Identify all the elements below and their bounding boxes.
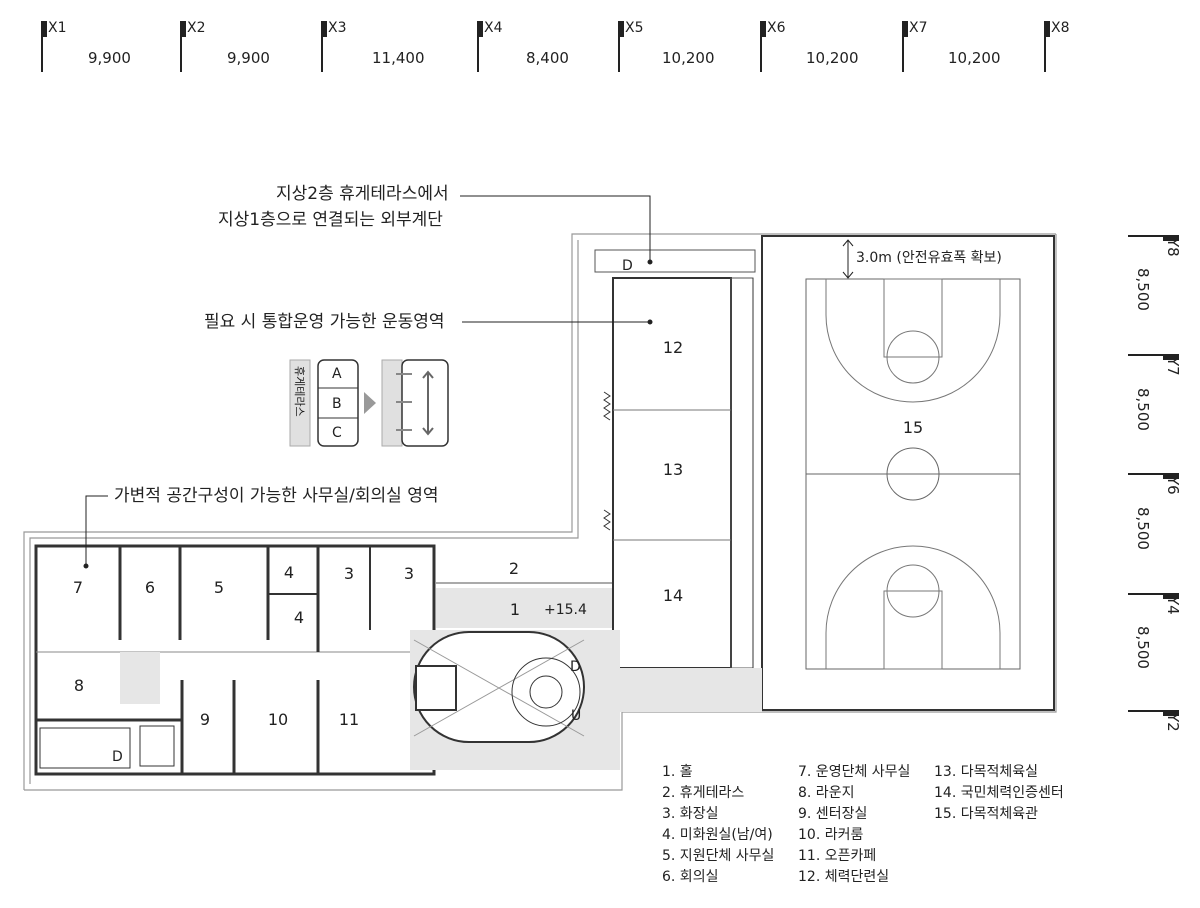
leader-lines [83,195,653,569]
grid-x-span: 8,400 [526,49,569,67]
room-9: 9 [199,710,211,729]
y-grid-markers [1128,235,1179,716]
legend-column-3: 13. 다목적체육실 14. 국민체력인증센터 15. 다목적체육관 [934,762,1064,825]
grid-x-label: X1 [48,20,67,36]
room-2: 2 [508,559,520,578]
legend-item: 4. 미화원실(남/여) [662,827,773,843]
room-3: 3 [403,564,415,583]
legend-item: 5. 지원단체 사무실 [662,848,775,864]
stair-down-marker: D [570,659,581,675]
room-7: 7 [72,578,84,597]
legend-item: 13. 다목적체육실 [934,764,1038,780]
room-6: 6 [144,578,156,597]
grid-x-label: X8 [1051,20,1070,36]
room-11: 11 [338,710,360,729]
room-4: 4 [283,563,295,582]
sports-area-note: 필요 시 통합운영 가능한 운동영역 [204,312,445,332]
legend-item: 1. 홀 [662,764,693,780]
grid-y-label: Y8 [1164,238,1182,257]
legend-item: 6. 회의실 [662,869,719,885]
x-grid-markers [41,21,1050,72]
room-14: 14 [662,586,684,605]
level-label: +15.4 [544,602,587,618]
legend-item: 2. 휴게테라스 [662,785,745,801]
grid-y-span: 8,500 [1134,626,1152,669]
grid-y-label: Y4 [1164,596,1182,615]
grid-y-span: 8,500 [1134,388,1152,431]
room-15: 15 [902,418,924,437]
room-1: 1 [509,600,521,619]
stair-note-line2: 지상1층으로 연결되는 외부계단 [218,210,443,230]
room-13: 13 [662,460,684,479]
legend-item: 9. 센터장실 [798,806,868,822]
legend-item: 14. 국민체력인증센터 [934,785,1064,801]
legend-item: 7. 운영단체 사무실 [798,764,911,780]
grid-y-span: 8,500 [1134,268,1152,311]
grid-x-span: 9,900 [227,49,270,67]
grid-x-label: X5 [625,20,644,36]
room-4: 4 [293,608,305,627]
zone-diagram [289,359,449,447]
legend-item: 8. 라운지 [798,785,855,801]
stair-down-marker: D [622,258,633,274]
safety-clearance-label: 3.0m (안전유효폭 확보) [856,250,1002,266]
stair-note-line1: 지상2층 휴게테라스에서 [276,184,449,204]
terrace-diagram-label: 휴게테라스 [293,366,306,417]
grid-x-span: 9,900 [88,49,131,67]
grid-x-span: 10,200 [948,49,1001,67]
legend-item: 3. 화장실 [662,806,719,822]
room-5: 5 [213,578,225,597]
legend-item: 12. 체력단련실 [798,869,890,885]
grid-x-label: X6 [767,20,786,36]
hall [120,582,762,770]
grid-y-span: 8,500 [1134,507,1152,550]
grid-x-label: X3 [328,20,347,36]
grid-y-label: Y7 [1164,357,1182,376]
grid-x-span: 11,400 [372,49,425,67]
legend-item: 10. 라커룸 [798,827,864,843]
office-wing [34,544,436,776]
stair-up-marker: U [571,708,582,724]
legend-item: 11. 오픈카페 [798,848,877,864]
zone-c-label: C [332,425,342,441]
grid-x-span: 10,200 [806,49,859,67]
grid-x-label: X4 [484,20,503,36]
room-10: 10 [267,710,289,729]
gymnasium [761,235,1055,711]
room-12: 12 [662,338,684,357]
zone-b-label: B [332,396,342,412]
zone-a-label: A [332,366,342,382]
stair-down-marker: D [112,749,123,765]
grid-y-label: Y2 [1164,713,1182,732]
grid-x-label: X2 [187,20,206,36]
room-3: 3 [343,564,355,583]
room-8: 8 [73,676,85,695]
office-area-note: 가변적 공간구성이 가능한 사무실/회의실 영역 [114,486,439,506]
legend-column-1: 1. 홀 2. 휴게테라스 3. 화장실 4. 미화원실(남/여) 5. 지원단… [662,762,774,888]
legend-column-2: 7. 운영단체 사무실 8. 라운지 9. 센터장실 10. 라커룸 11. 오… [798,762,910,888]
legend-item: 15. 다목적체육관 [934,806,1038,822]
grid-x-span: 10,200 [662,49,715,67]
grid-x-label: X7 [909,20,928,36]
grid-y-label: Y6 [1164,476,1182,495]
